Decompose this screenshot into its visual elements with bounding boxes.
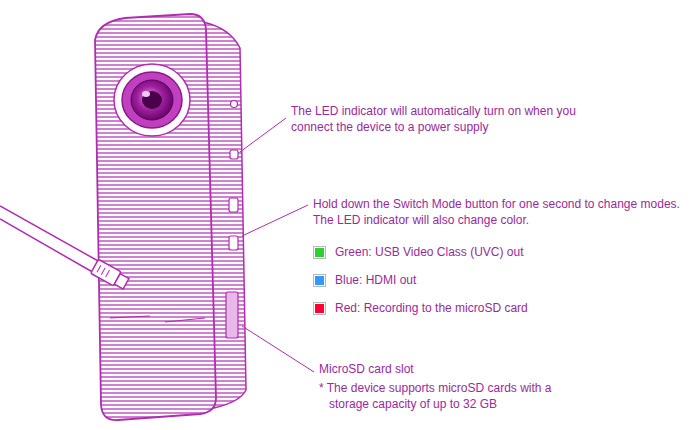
legend-item: Red: Recording to the microSD card <box>313 300 528 316</box>
side-buttons <box>226 101 238 339</box>
usb-cable <box>0 206 100 274</box>
callout-text: Hold down the Switch Mode button for one… <box>313 196 685 228</box>
legend-item: Green: USB Video Class (UVC) out <box>313 244 524 260</box>
legend-label: Red: Recording to the microSD card <box>335 300 528 316</box>
legend-swatch <box>313 274 326 287</box>
footnote: * The device supports microSD cards with… <box>319 380 564 412</box>
callout-text: The LED indicator will automatically tur… <box>291 103 621 135</box>
lens <box>114 64 190 136</box>
legend-item: Blue: HDMI out <box>313 272 416 288</box>
legend-label: Green: USB Video Class (UVC) out <box>335 244 524 260</box>
legend-swatch <box>313 246 326 259</box>
usb-plug <box>91 259 130 290</box>
legend-label: Blue: HDMI out <box>335 272 416 288</box>
legend-swatch <box>313 302 326 315</box>
leader-line <box>240 118 314 372</box>
callout-title: MicroSD card slot <box>319 361 519 377</box>
device-front <box>95 14 216 420</box>
seam-line <box>110 316 205 322</box>
